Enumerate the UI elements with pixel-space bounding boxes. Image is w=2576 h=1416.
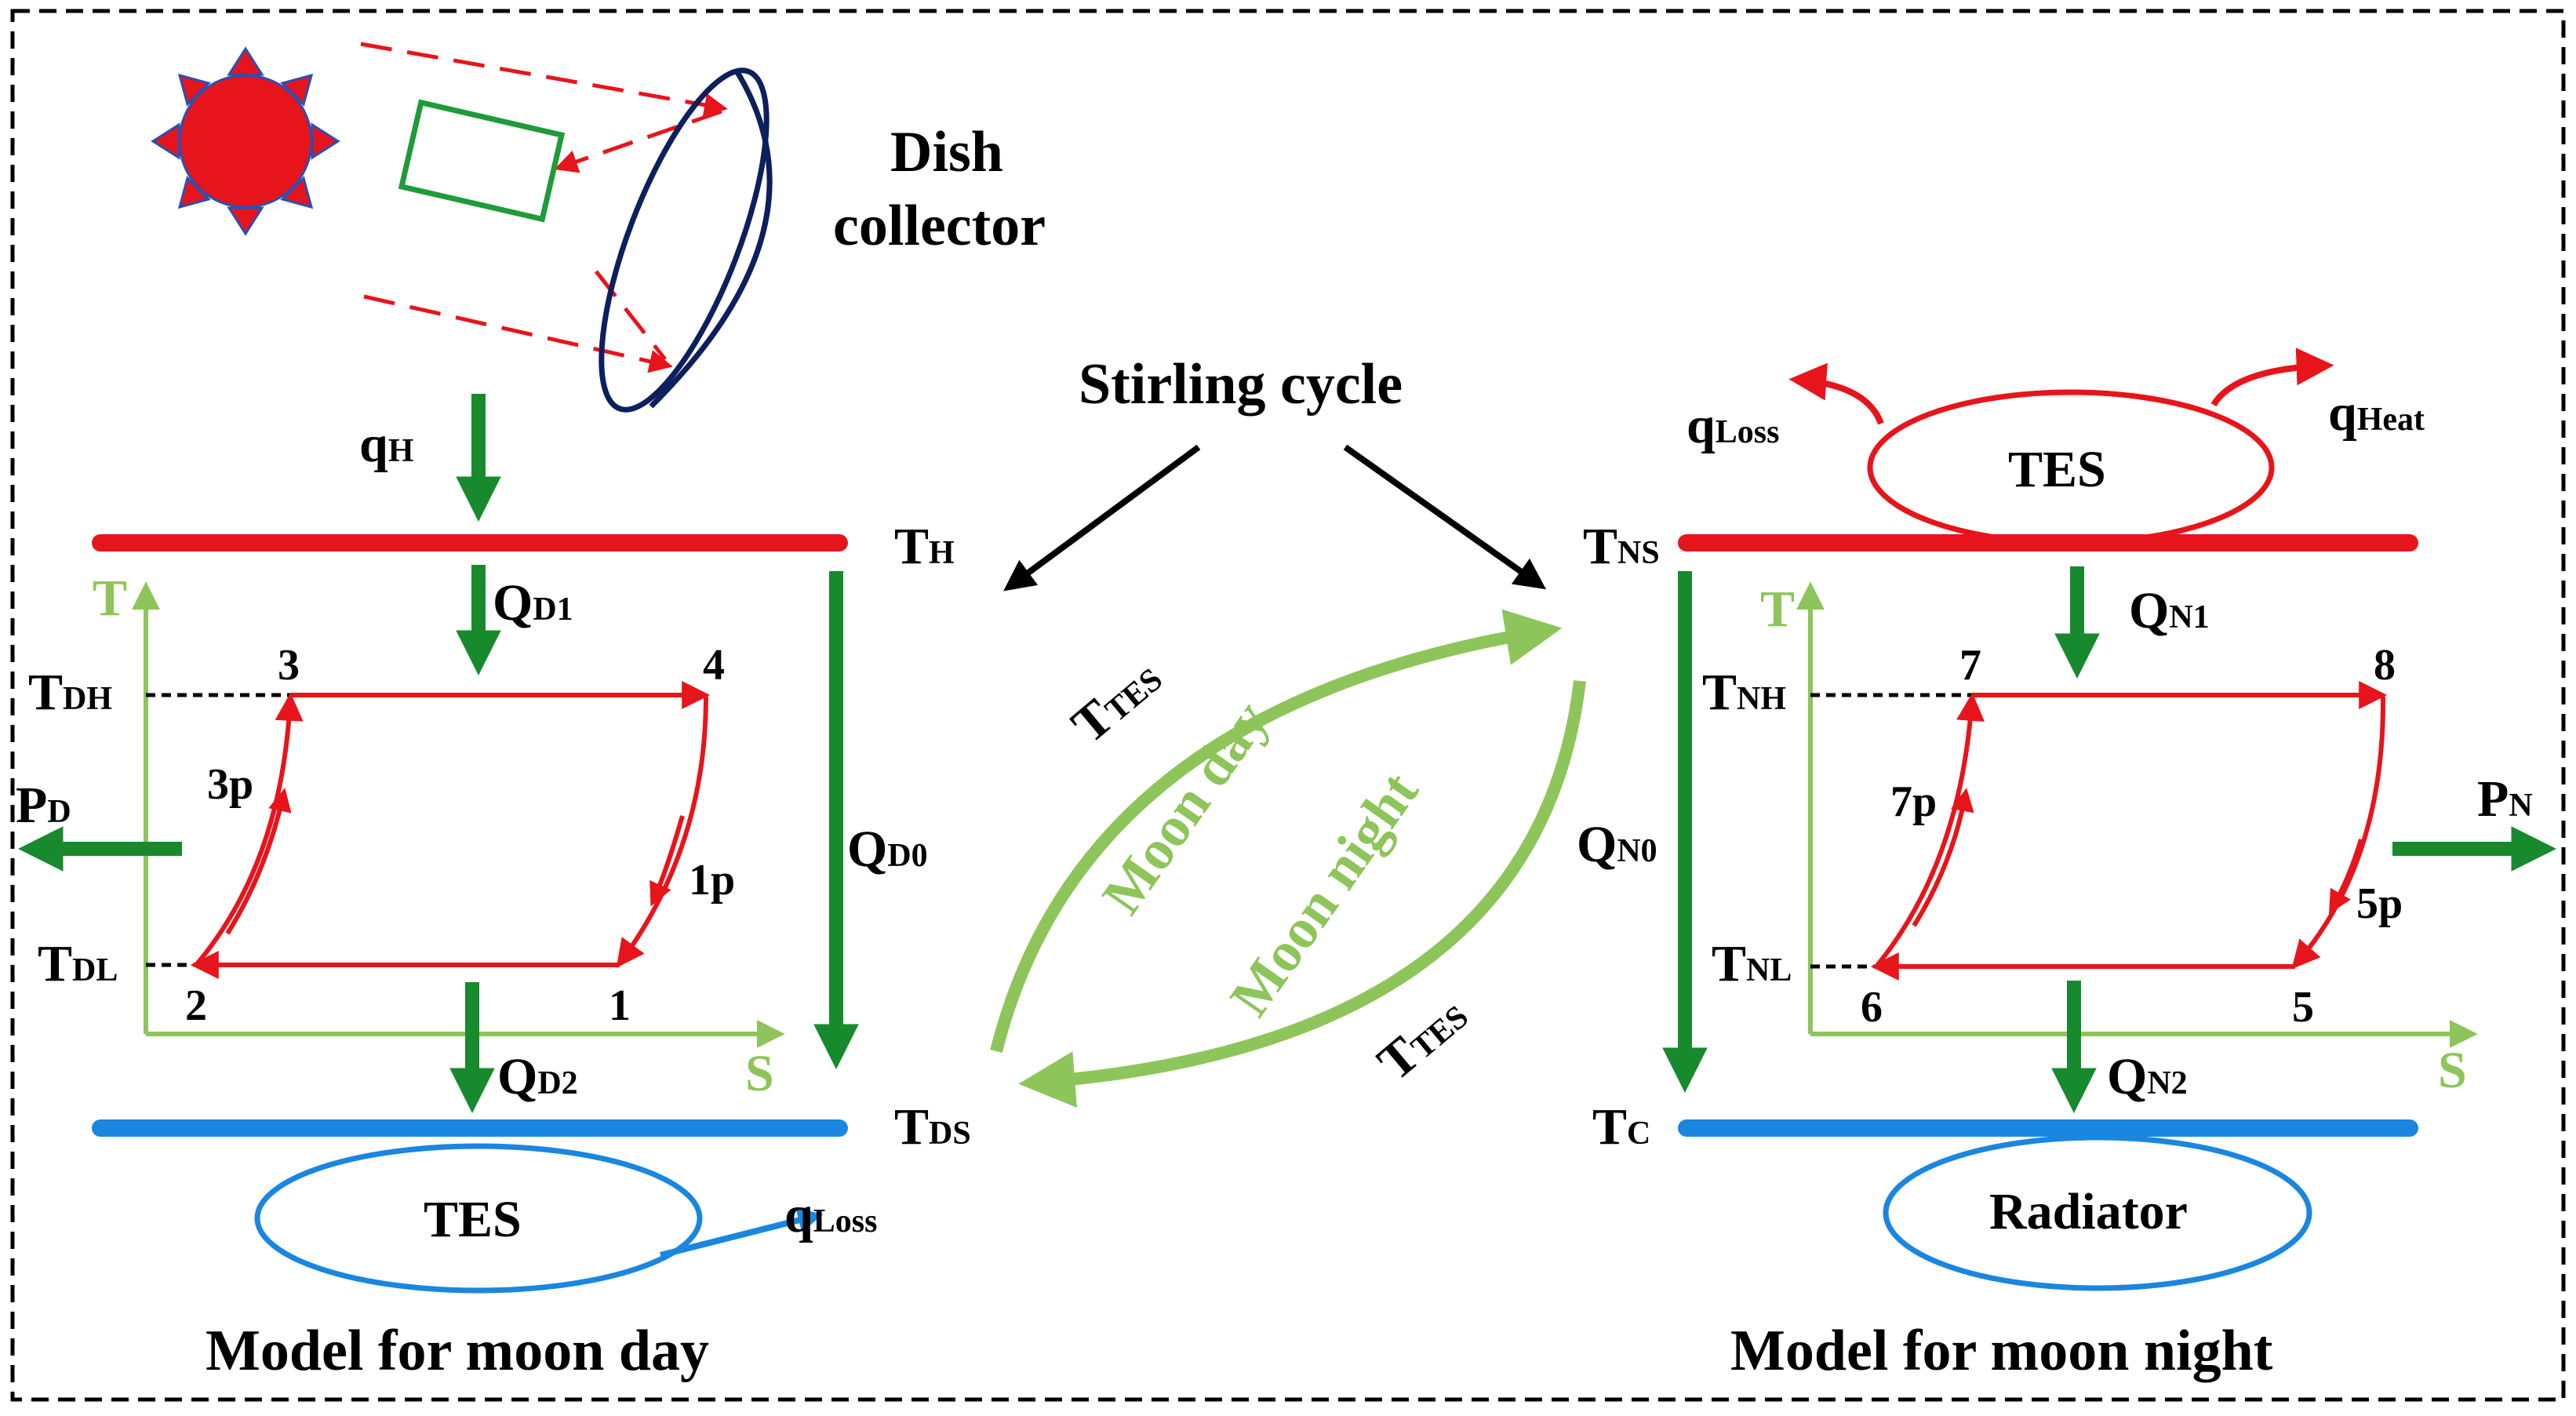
qn1-label: QN1: [2129, 582, 2210, 639]
radiator-unit: [1883, 1134, 2312, 1291]
dish-icon: [599, 67, 773, 413]
tds-label: TDS: [894, 1098, 971, 1156]
right-s-axis-label: S: [2438, 1042, 2467, 1099]
moon-day-arc: [990, 609, 1563, 1053]
left-qloss-arrow: [660, 1207, 824, 1258]
pd-label: PD: [16, 777, 71, 834]
qn0-label: QN0: [1577, 816, 1657, 873]
qheat-arrow: [2210, 348, 2334, 407]
left-point-2: 2: [185, 981, 207, 1030]
tnl-label: TNL: [1712, 935, 1792, 992]
left-point-4: 4: [703, 641, 725, 690]
ttes-label-1: TTES: [1061, 648, 1172, 754]
right-stirling-cycle: [1870, 681, 2388, 981]
pn-label: PN: [2477, 770, 2533, 828]
right-point-5p: 5p: [2356, 879, 2403, 928]
tdh-label: TDH: [28, 664, 112, 721]
right-qloss-label: qLoss: [1686, 397, 1779, 454]
left-point-1: 1: [609, 981, 631, 1030]
left-tes-label: TES: [424, 1191, 522, 1248]
right-point-5: 5: [2292, 983, 2314, 1032]
right-point-7: 7: [1959, 641, 1981, 690]
left-point-3p: 3p: [207, 760, 253, 809]
tdl-label: TDL: [38, 935, 118, 992]
right-point-6: 6: [1861, 983, 1883, 1032]
right-tes-label: TES: [2008, 441, 2106, 498]
caption-moon-night: Model for moon night: [1730, 1319, 2273, 1383]
tnh-label: TNH: [1702, 664, 1786, 721]
qheat-label: qHeat: [2328, 384, 2425, 442]
incoming-rays: [360, 42, 728, 373]
tns-label: TNS: [1583, 518, 1660, 575]
left-t-axis-label: T: [93, 570, 127, 627]
arrow-to-night: [1343, 444, 1547, 590]
th-label: TH: [894, 518, 955, 575]
caption-moon-day: Model for moon day: [206, 1319, 709, 1383]
tc-label: TC: [1592, 1098, 1650, 1156]
ttes-label-2: TTES: [1367, 985, 1478, 1091]
moon-night-arc: [1018, 680, 1586, 1108]
sun-icon: [151, 46, 340, 236]
qd0-label: QD0: [847, 821, 928, 878]
svg-text:TTES: TTES: [1061, 648, 1172, 754]
left-qloss-label: qLoss: [784, 1186, 877, 1243]
svg-text:TTES: TTES: [1367, 985, 1478, 1091]
right-point-8: 8: [2374, 641, 2396, 690]
radiator-label: Radiator: [1989, 1183, 2188, 1240]
left-stirling-cycle: [190, 681, 711, 979]
moon-night-label: Moon night: [1218, 761, 1431, 1027]
receiver-icon: [398, 99, 566, 223]
qh-label: qH: [359, 416, 413, 473]
outer-frame: [10, 9, 2566, 1402]
left-point-3: 3: [278, 641, 300, 690]
left-tes-tank: [254, 1143, 703, 1294]
stirling-cycle-label: Stirling cycle: [1079, 352, 1403, 417]
qd1-label: QD1: [493, 574, 573, 632]
right-point-7p: 7p: [1890, 777, 1937, 826]
left-point-1p: 1p: [689, 856, 735, 905]
collector-label-2: collector: [833, 194, 1046, 258]
right-t-axis-label: T: [1760, 581, 1795, 638]
arrow-to-day: [1003, 444, 1201, 592]
qn2-label: QN2: [2107, 1048, 2188, 1105]
left-s-axis-label: S: [745, 1045, 774, 1102]
qd2-label: QD2: [497, 1048, 578, 1105]
right-qloss-arrow: [1788, 362, 1884, 425]
collector-label-1: Dish: [890, 120, 1003, 184]
